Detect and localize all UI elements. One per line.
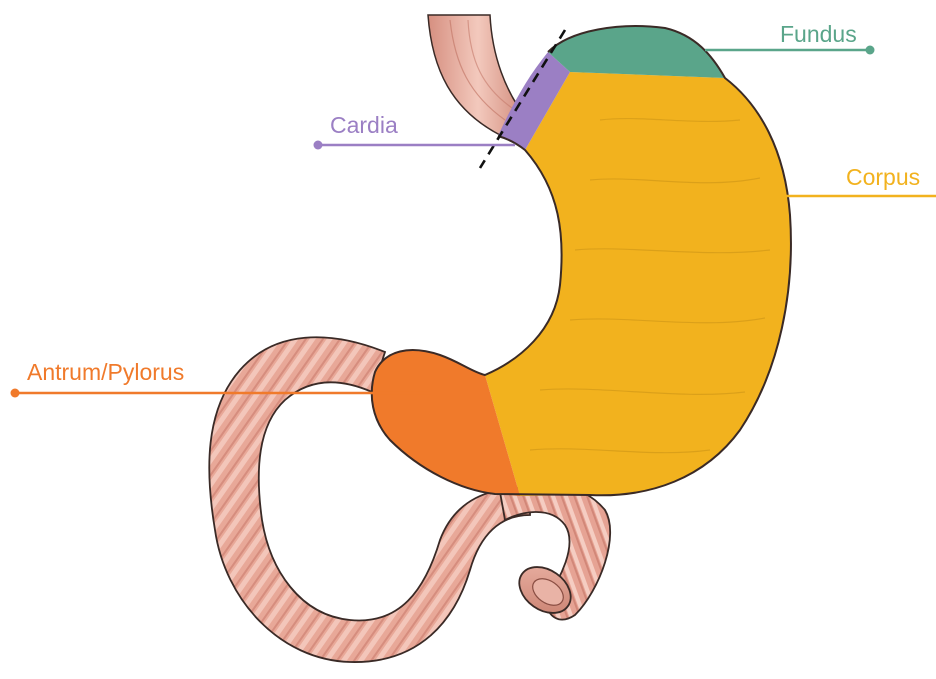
label-fundus: Fundus: [705, 21, 875, 55]
corpus-label: Corpus: [846, 164, 920, 190]
fundus-region: [548, 26, 725, 78]
stomach: [372, 26, 791, 496]
antrum-pylorus-label: Antrum/Pylorus: [27, 359, 184, 385]
fundus-label: Fundus: [780, 21, 857, 47]
cardia-label: Cardia: [330, 112, 398, 138]
